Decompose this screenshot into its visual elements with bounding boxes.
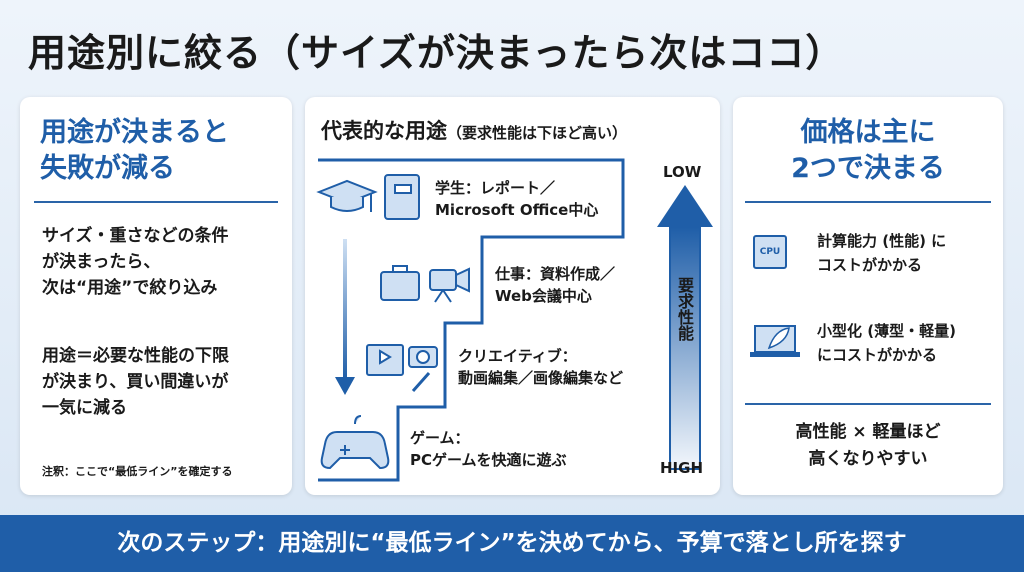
subheading: （要求性能は下ほど高い） [447, 124, 628, 142]
heading-line: 価格は主に [800, 117, 936, 148]
page-title: 用途別に絞る（サイズが決まったら次はココ） [28, 31, 845, 75]
right-panel: 価格は主に 2つで決まる CPU 計算能力 (性能) にコストがかかる 小型化 … [733, 97, 1003, 495]
middle-panel: 代表的な用途（要求性能は下ほど高い） 学生：レポート／ Microsoft Off… [305, 97, 720, 495]
text-line: 学生：レポート／ [435, 179, 556, 197]
left-para1: サイズ・重さなどの条件 が決まったら、 次は“用途”で絞り込み [42, 223, 229, 301]
text-line: 小型化 (薄型・軽量) [817, 322, 956, 340]
text-line: 一気に減る [42, 398, 127, 418]
heading-line: 2つで決まる [791, 153, 945, 184]
text-line: ゲーム： [410, 429, 470, 447]
text-line: コストがかかる [817, 256, 923, 274]
text-line: が決まり、買い間違いが [42, 372, 229, 392]
gamepad-icon [320, 415, 390, 470]
usage-item-game: ゲーム： PCゲームを快適に遊ぶ [410, 427, 567, 471]
text-line: 高くなりやすい [808, 449, 928, 469]
briefcase-icon [380, 265, 420, 301]
performance-arrow-icon [657, 185, 713, 470]
price-summary: 高性能 × 軽量ほど高くなりやすい [733, 419, 1003, 473]
left-heading: 用途が決まると 失敗が減る [40, 115, 229, 187]
video-camera-icon [429, 267, 470, 303]
left-panel: 用途が決まると 失敗が減る サイズ・重さなどの条件 が決まったら、 次は“用途”… [20, 97, 292, 495]
staircase [316, 158, 713, 482]
axis-label: 要求性能 [675, 277, 694, 341]
text-line: が決まったら、 [42, 252, 161, 272]
axis-high-label: HIGH [660, 459, 704, 477]
text-line: 用途＝必要な性能の下限 [42, 346, 229, 366]
divider [745, 403, 991, 405]
price-factor-performance: 計算能力 (性能) にコストがかかる [817, 229, 946, 277]
graduation-cap-icon [316, 179, 378, 212]
text-line: 次は“用途”で絞り込み [42, 278, 218, 298]
cpu-icon: CPU [753, 235, 787, 269]
camera-icon [408, 346, 438, 368]
heading-line: 失敗が減る [40, 153, 175, 184]
heading-line: 用途が決まると [40, 117, 229, 148]
usage-item-work: 仕事：資料作成／ Web会議中心 [495, 263, 615, 307]
middle-heading: 代表的な用途（要求性能は下ほど高い） [321, 115, 627, 145]
pen-icon [411, 372, 431, 392]
divider [745, 201, 991, 203]
text-line: 計算能力 (性能) に [817, 232, 947, 250]
stair-line [318, 158, 625, 482]
laptop-feather-icon [750, 325, 800, 357]
text-line: にコストがかかる [817, 346, 938, 364]
text-line: サイズ・重さなどの条件 [42, 226, 229, 246]
text-line: クリエイティブ： [458, 347, 577, 365]
left-para2: 用途＝必要な性能の下限 が決まり、買い間違いが 一気に減る [42, 343, 229, 421]
text-line: Microsoft Office中心 [435, 201, 599, 219]
price-factor-size: 小型化 (薄型・軽量) にコストがかかる [817, 319, 956, 367]
text-line: 仕事：資料作成／ [495, 265, 616, 283]
notebook-icon [384, 174, 420, 220]
usage-item-student: 学生：レポート／ Microsoft Office中心 [435, 177, 598, 221]
text-line: 動画編集／画像編集など [458, 369, 624, 387]
right-heading: 価格は主に 2つで決まる [733, 115, 1003, 187]
down-arrow-icon [335, 239, 355, 395]
text-line: 高性能 × 軽量ほど [795, 422, 941, 442]
usage-item-creative: クリエイティブ： 動画編集／画像編集など [458, 345, 623, 389]
note: 注釈：ここで“最低ライン”を確定する [42, 465, 233, 478]
divider [34, 201, 278, 203]
footer-banner: 次のステップ：用途別に“最低ライン”を決めてから、予算で落とし所を探す [0, 515, 1024, 572]
text-line: Web会議中心 [495, 287, 592, 305]
heading: 代表的な用途 [321, 119, 447, 143]
text-line: PCゲームを快適に遊ぶ [410, 451, 567, 469]
video-player-icon [366, 344, 404, 376]
axis-low-label: LOW [663, 163, 702, 181]
